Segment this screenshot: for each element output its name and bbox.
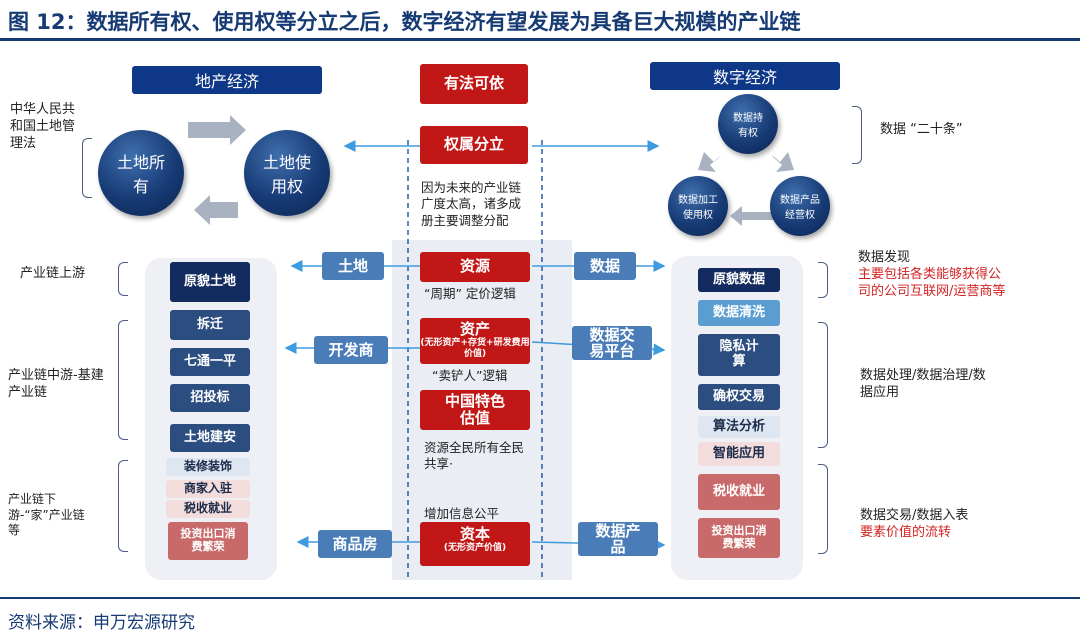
discovery-brace (818, 262, 828, 298)
land-economy-header: 地产经济 (132, 66, 322, 94)
data-holding-circle: 数据持有权 (718, 94, 778, 154)
source-note: 资料来源：申万宏源研究 (8, 613, 195, 633)
trading-brace (818, 464, 828, 554)
valuation-note: 资源全民所有全民共享· (424, 440, 525, 472)
processing-brace (818, 322, 828, 448)
processing-note: 数据处理/数据治理/数据应用 (860, 368, 986, 400)
land-link-label: 土地 (322, 252, 384, 280)
downstream-label: 产业链下游-“家”产业链等 (8, 492, 85, 538)
top-rule (0, 38, 1080, 41)
data-processing-circle: 数据加工使用权 (668, 176, 728, 236)
resource-box: 资源 (420, 252, 530, 282)
upstream-brace (118, 262, 128, 296)
digital-economy-header: 数字经济 (650, 62, 840, 90)
capital-box: 资本 (无形资产价值) (420, 522, 530, 566)
right-chain-privacy-computing: 隐私计算 (698, 334, 780, 376)
separation-of-rights-box: 权属分立 (420, 126, 528, 164)
capital-sub-label: (无形资产价值) (443, 543, 507, 554)
left-chain-investment-prosperity: 投资出口消费繁荣 (168, 522, 248, 560)
left-chain-demolition: 拆迁 (170, 310, 250, 340)
developer-link-label: 开发商 (314, 336, 388, 364)
right-chain-raw-data: 原貌数据 (698, 268, 780, 292)
land-use-right-circle: 土地使用权 (244, 130, 330, 216)
trading-note-title: 数据交易/数据入表 (860, 508, 969, 523)
left-chain-construction: 土地建安 (170, 424, 250, 452)
discovery-note-title: 数据发现 (858, 250, 911, 265)
upstream-label: 产业链上游 (20, 266, 86, 281)
right-chain-rights-trading: 确权交易 (698, 384, 780, 410)
capital-label: 资本 (459, 525, 490, 543)
left-chain-tax-employment: 税收就业 (166, 500, 250, 518)
right-chain-tax-employment: 税收就业 (698, 474, 780, 510)
left-chain-bidding: 招投标 (170, 384, 250, 412)
trading-note-detail: 要素价值的流转 (860, 524, 952, 540)
land-ownership-label: 土地所有 (116, 153, 165, 196)
trading-note: 数据交易/数据入表 要素价值的流转 (860, 508, 1010, 542)
right-chain-data-cleaning: 数据清洗 (698, 300, 780, 326)
bottom-rule (0, 597, 1080, 599)
left-chain-raw-land: 原貌土地 (170, 262, 250, 302)
law-brace (82, 138, 92, 198)
downstream-brace (118, 460, 128, 552)
rule-of-law-box: 有法可依 (420, 64, 528, 104)
discovery-note: 数据发现 主要包括各类能够获得公司的公司互联网/运营商等 (858, 250, 1008, 301)
separation-note: 因为未来的产业链广度太高，诸多成册主要调整分配 (421, 180, 522, 228)
asset-note: “卖铲人”逻辑 (432, 368, 508, 383)
land-use-right-label: 土地使用权 (262, 153, 311, 196)
land-law-note: 中华人民共和国土地管理法 (10, 102, 76, 151)
right-chain-smart-application: 智能应用 (698, 442, 780, 466)
twenty-brace (852, 106, 862, 164)
resource-note: “周期” 定价逻辑 (424, 286, 516, 301)
data-processing-label: 数据加工使用权 (678, 195, 718, 221)
info-fairness-note: 增加信息公平 (424, 506, 500, 521)
asset-sub-label: (无形资产+存货+研发费用价值) (420, 338, 530, 359)
data-link-label: 数据 (574, 252, 636, 280)
data-product-label: 数据产品经营权 (780, 195, 820, 221)
right-chain-investment-prosperity: 投资出口消费繁荣 (698, 518, 780, 558)
data-holding-label: 数据持有权 (733, 113, 763, 139)
right-chain-algorithm-analysis: 算法分析 (698, 416, 780, 438)
chinese-valuation-box: 中国特色估值 (420, 390, 530, 430)
left-chain-infrastructure: 七通一平 (170, 348, 250, 376)
data-platform-link-label: 数据交易平台 (572, 326, 652, 360)
left-chain-decoration: 装修装饰 (166, 458, 250, 476)
data-product-link-label: 数据产品 (578, 522, 658, 556)
data-twenty-note: 数据 “二十条” (880, 122, 963, 137)
asset-label: 资产 (459, 320, 490, 338)
housing-link-label: 商品房 (318, 530, 392, 558)
left-chain-merchants: 商家入驻 (166, 480, 250, 498)
discovery-note-detail: 主要包括各类能够获得公司的公司互联网/运营商等 (858, 266, 1006, 299)
asset-box: 资产 (无形资产+存货+研发费用价值) (420, 318, 530, 364)
figure-title: 图 12：数据所有权、使用权等分立之后，数字经济有望发展为具备巨大规模的产业链 (8, 10, 801, 34)
land-ownership-circle: 土地所有 (98, 130, 184, 216)
data-product-circle: 数据产品经营权 (770, 176, 830, 236)
midstream-brace (118, 320, 128, 440)
midstream-label: 产业链中游-基建产业链 (8, 368, 104, 400)
